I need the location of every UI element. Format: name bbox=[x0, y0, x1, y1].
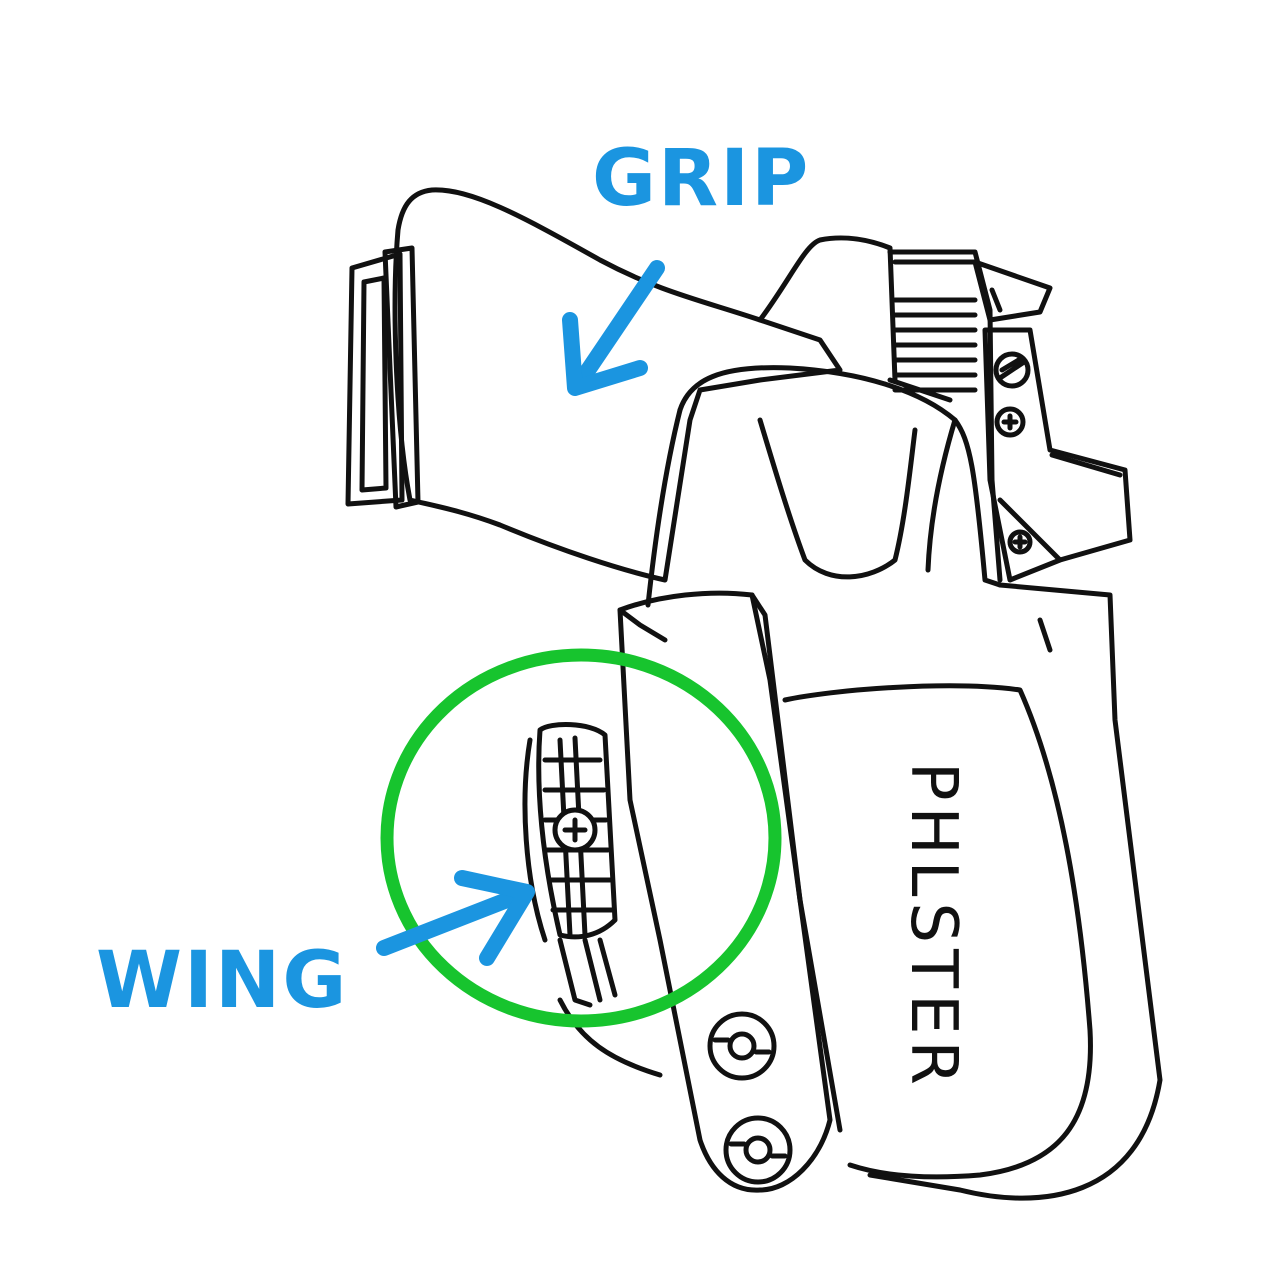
phillips-screw-icon bbox=[994, 406, 1026, 438]
phillips-screw-icon bbox=[552, 807, 598, 853]
holster-body bbox=[782, 582, 1163, 1201]
phillips-screw-icon bbox=[993, 351, 1031, 389]
grip-arrow bbox=[562, 260, 665, 396]
red-dot-optic bbox=[972, 259, 1133, 583]
holster-wing bbox=[522, 722, 663, 1078]
phillips-screw-icon bbox=[1007, 529, 1033, 555]
highlight-circle bbox=[380, 648, 782, 1028]
grip-label: GRIP bbox=[592, 134, 811, 224]
holster-shell-top bbox=[645, 365, 1003, 608]
wing-arrow bbox=[376, 870, 535, 966]
rivet-icon bbox=[723, 1115, 793, 1185]
brand-text: PHLSTER bbox=[896, 762, 970, 1091]
rivet-icon bbox=[707, 1011, 777, 1081]
belt-clip bbox=[617, 590, 843, 1193]
wing-label: WING bbox=[96, 936, 349, 1026]
pistol-grip bbox=[345, 187, 843, 583]
